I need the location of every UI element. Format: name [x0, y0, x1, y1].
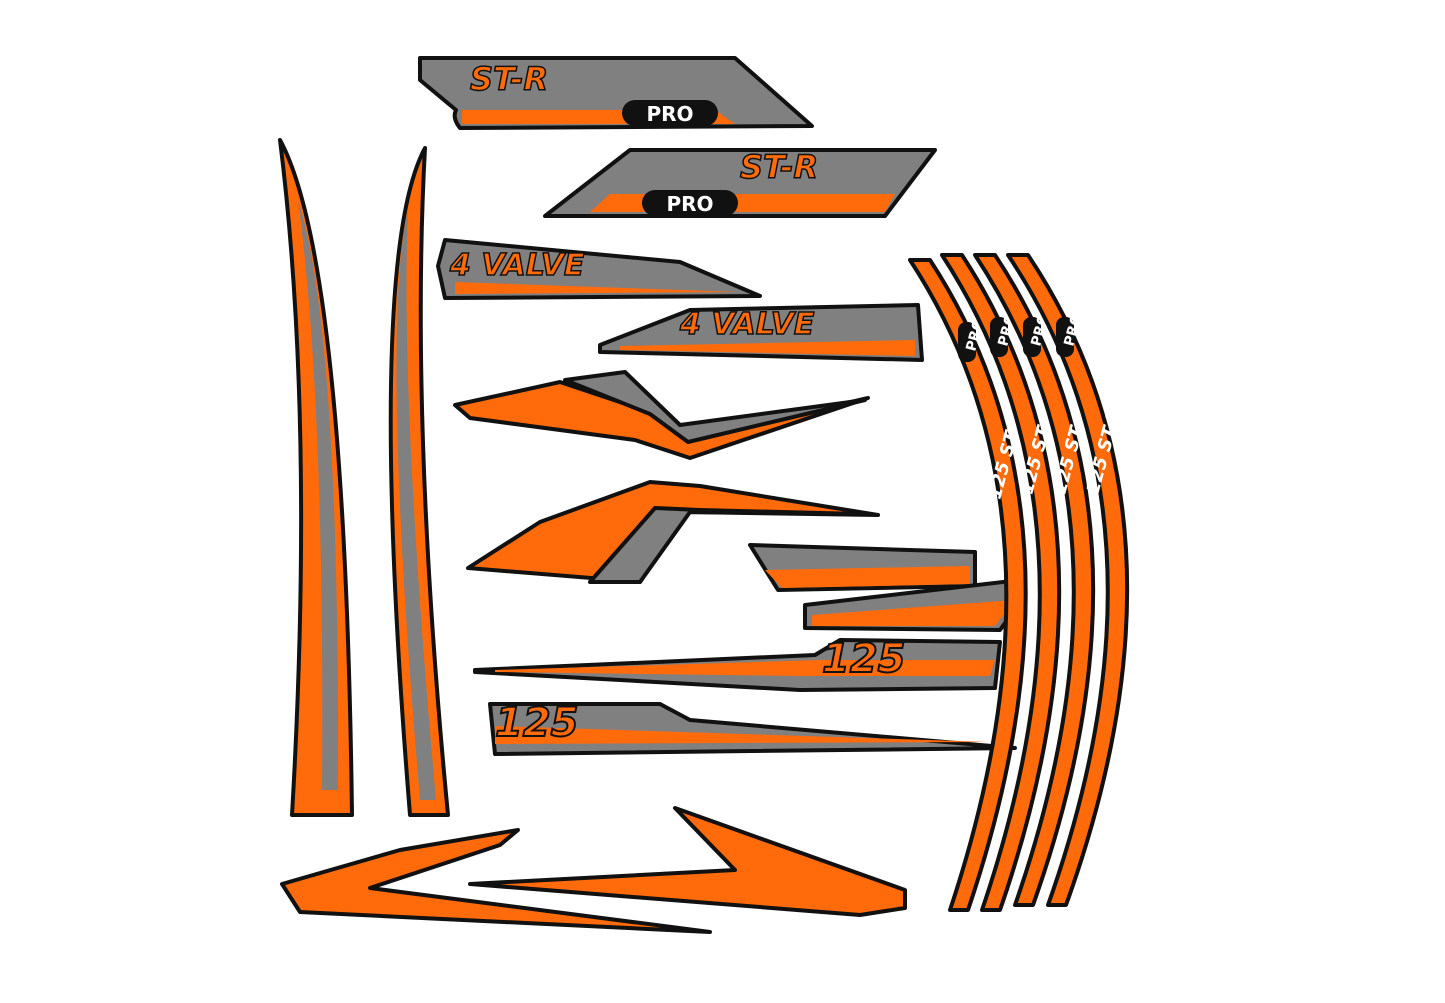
- four-valve-decal-right: 4 VALVE: [598, 303, 924, 362]
- shroud-decal-upper: [453, 370, 870, 460]
- side-strip-lower: [803, 578, 1027, 632]
- str-pro-decal-top: PRO ST-R: [418, 56, 814, 130]
- fork-strip-left: [278, 138, 354, 817]
- engine-label: 4 VALVE: [449, 248, 585, 283]
- displacement-decal-right: 125: [473, 635, 1002, 692]
- fork-strip-right: [388, 146, 450, 817]
- side-strip-upper: [748, 543, 977, 592]
- rim-stripe: 125 ST-R PRO: [1006, 253, 1130, 907]
- badge-label: PRO: [646, 102, 693, 126]
- rim-stripe-set: 125 ST-R PRO 125 ST-R PRO 125 ST-R PRO 1…: [908, 253, 1130, 912]
- engine-label: 4 VALVE: [679, 307, 815, 342]
- chevron-decal: [280, 806, 907, 934]
- model-label: ST-R: [740, 148, 818, 186]
- str-pro-decal-bottom: PRO ST-R: [543, 147, 937, 218]
- rim-stripe: 125 ST-R PRO: [908, 258, 1028, 912]
- shroud-decal-lower: [466, 480, 880, 584]
- displacement-label: 125: [495, 700, 579, 746]
- displacement-decal-left: 125: [488, 699, 1017, 756]
- model-label: ST-R: [470, 60, 548, 98]
- four-valve-decal-left: 4 VALVE: [436, 238, 762, 300]
- badge-label: PRO: [666, 192, 713, 216]
- displacement-label: 125: [822, 636, 906, 682]
